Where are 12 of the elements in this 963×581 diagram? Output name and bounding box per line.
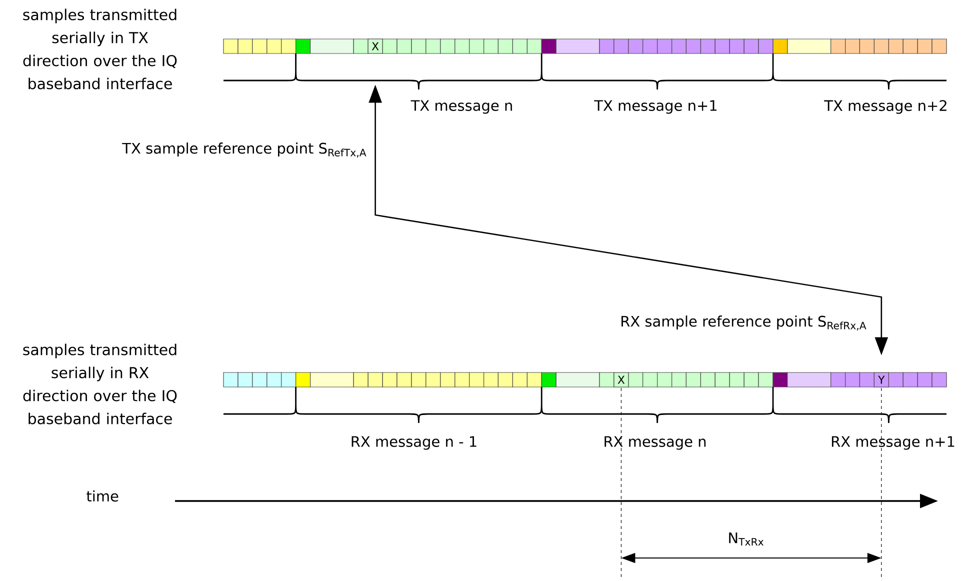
dimension-label: N$_{TxRx}$ — [729, 532, 764, 546]
message-label: TX message n+2 — [824, 100, 946, 114]
sample-cell: Y — [874, 372, 889, 388]
sample-cell: X — [368, 38, 383, 54]
time-label: time — [86, 490, 118, 502]
message-label: RX message n - 1 — [352, 436, 476, 450]
reference-point-label: RX sample reference point S$_{RefRx,A}$ — [622, 316, 866, 330]
message-label: TX message n+1 — [594, 100, 717, 114]
description-text: samples transmitted serially in RX direction over the IQ baseband interface — [23, 344, 177, 424]
reference-point-label: TX sample reference point S$_{RefTx,A}$ — [122, 142, 366, 158]
description-text: samples transmitted serially in TX direction over the IQ baseband interface — [23, 8, 177, 90]
sample-cell: X — [614, 372, 629, 388]
